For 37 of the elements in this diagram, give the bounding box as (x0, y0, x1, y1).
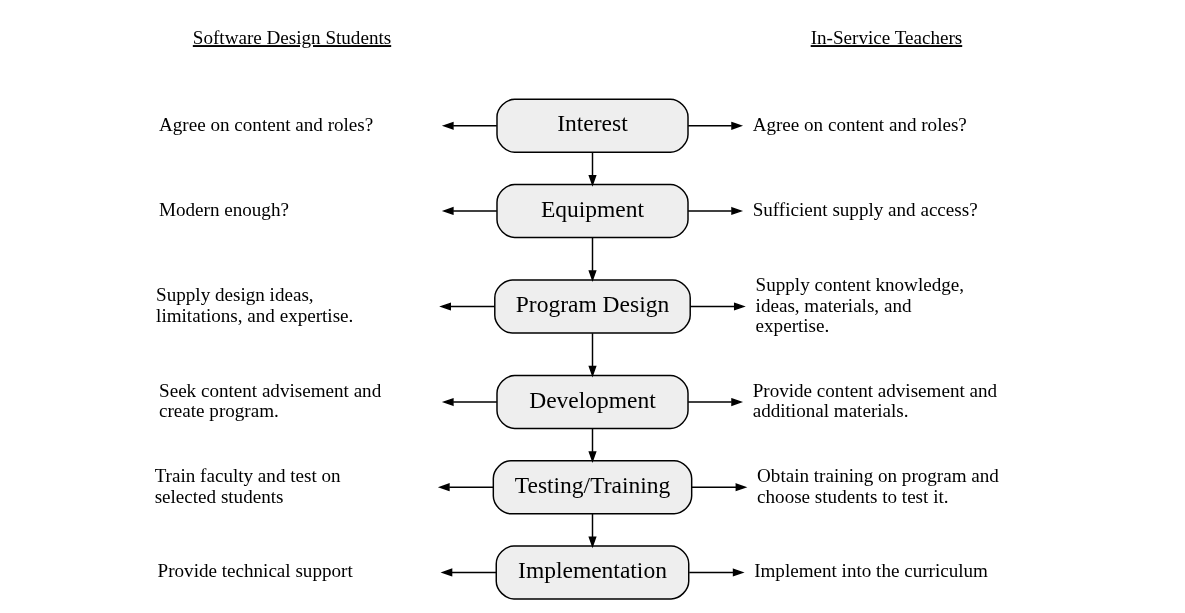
label: Software Design Students (192, 27, 392, 49)
node-text: Implement into the curriculum (754, 560, 988, 582)
node-text: Seek content advisement and create program. (159, 379, 382, 422)
arrow (689, 302, 746, 311)
arrow (588, 427, 597, 463)
node-text: Agree on content and roles? (159, 113, 374, 135)
node-text: Sufficient supply and access? (752, 198, 978, 220)
arrow (588, 237, 597, 282)
arrow (687, 121, 744, 130)
arrow (687, 397, 744, 407)
arrow (687, 206, 744, 216)
node-text: Supply content knowledge, ideas, materials, and expertise. (755, 273, 965, 337)
node-text: Supply design ideas, limitations, and expertise. (156, 284, 354, 326)
node-text: Provide technical support (157, 560, 353, 582)
arrow (441, 397, 498, 407)
arrow (439, 302, 496, 311)
arrow (688, 568, 745, 577)
node-text: Obtain training on program and choose students to test it. (757, 464, 999, 507)
node-text: Provide content advisement and additional materials. (752, 379, 998, 422)
node-box: Development (496, 374, 689, 430)
arrow (437, 483, 494, 492)
arrow (588, 332, 597, 378)
arrow (441, 121, 498, 130)
node-box: Interest (496, 98, 689, 153)
arrow (440, 568, 497, 577)
node-text: Train faculty and test on selected students (154, 464, 341, 507)
arrow (588, 513, 597, 549)
node-text: Agree on content and roles? (752, 113, 967, 135)
node-box: Program Design (494, 279, 691, 334)
label: In-Service Teachers (810, 27, 963, 49)
node-box: Equipment (496, 183, 689, 239)
arrow (441, 206, 498, 216)
node-box: Implementation (495, 545, 690, 600)
node-text: Modern enough? (159, 198, 289, 220)
node-box: Testing/Training (492, 460, 693, 515)
arrow (691, 483, 748, 492)
arrow (588, 151, 597, 187)
